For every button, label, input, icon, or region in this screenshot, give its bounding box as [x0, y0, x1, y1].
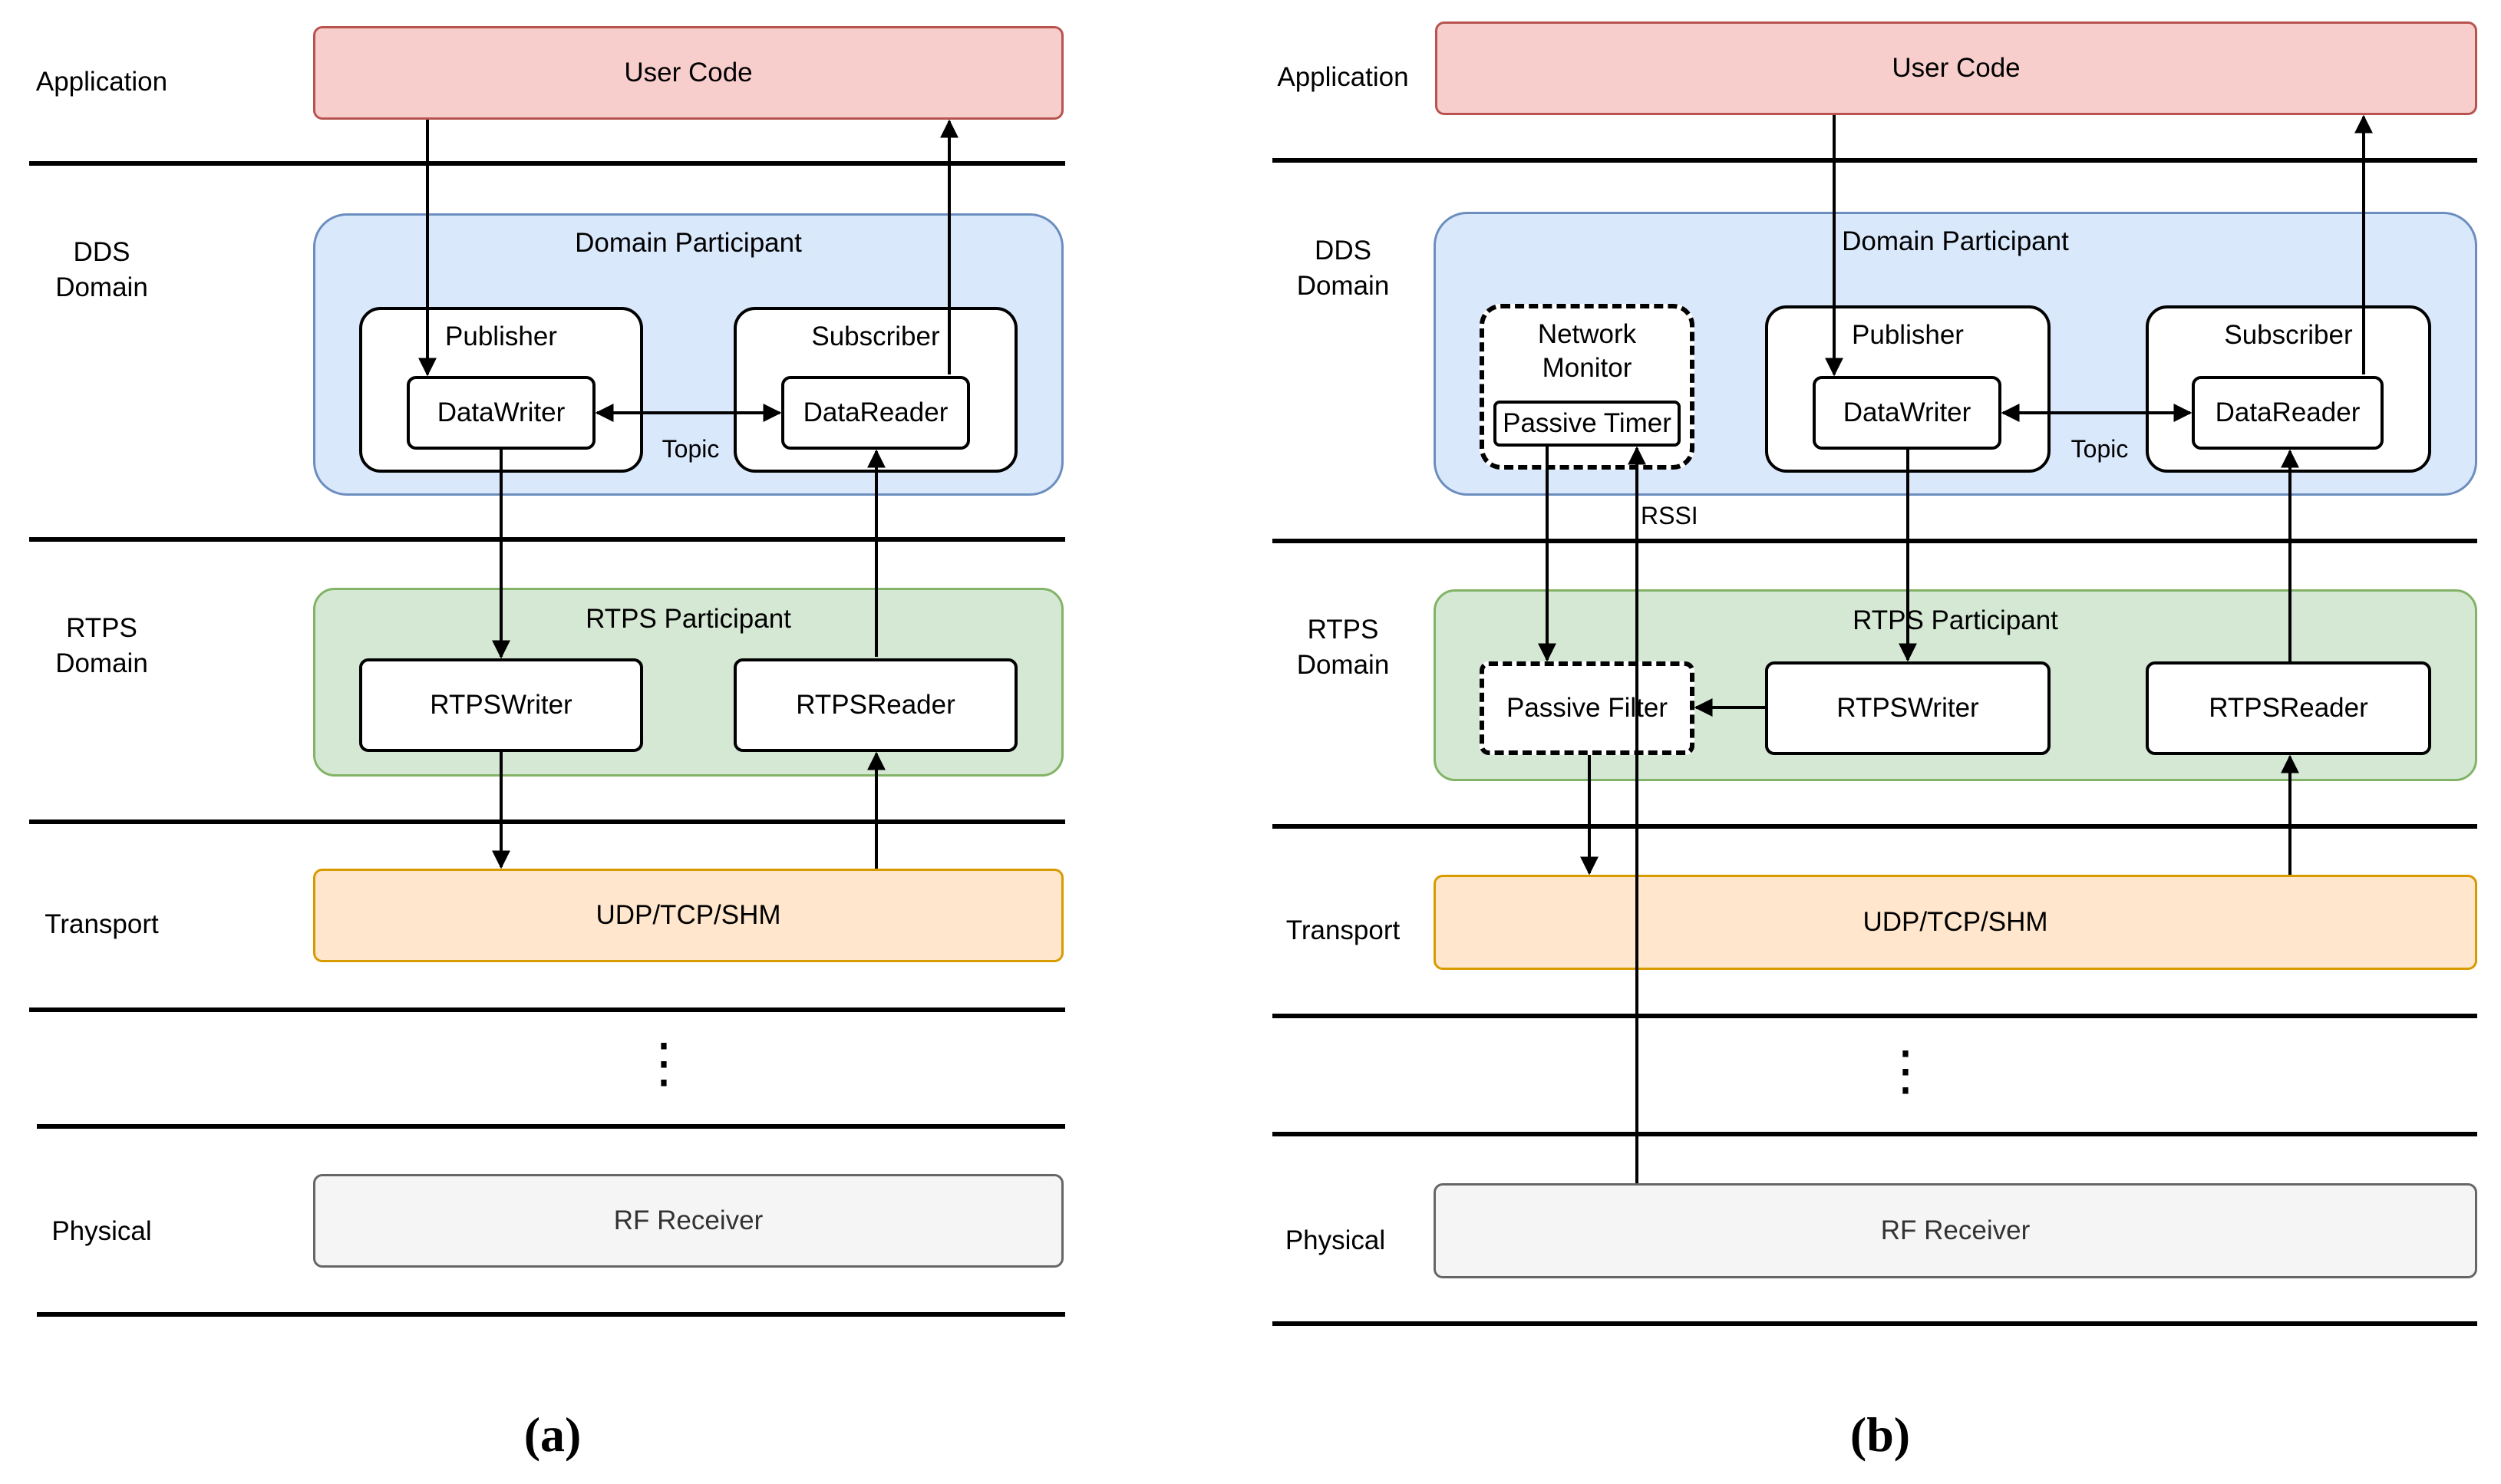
ellipsis-icon: ⋮	[1879, 1040, 1932, 1100]
transport-box: UDP/TCP/SHM	[313, 869, 1064, 962]
layer-label-physical: Physical	[1285, 1225, 1386, 1255]
publisher-label: Publisher	[445, 322, 557, 351]
passive-filter-box: Passive Filter	[1480, 661, 1694, 755]
publisher-label: Publisher	[1852, 320, 1964, 350]
rf-receiver-box: RF Receiver	[1434, 1183, 2477, 1278]
layer-label-transport: Transport	[1285, 915, 1401, 945]
datawriter-box: DataWriter	[407, 376, 596, 450]
datareader-box: DataReader	[781, 376, 970, 450]
layer-separator	[29, 537, 1065, 542]
rtps-reader-box: RTPSReader	[734, 658, 1018, 752]
layer-label-application: Application	[1277, 62, 1409, 92]
rtps-participant-label: RTPS Participant	[1853, 605, 2058, 635]
layer-separator	[29, 819, 1065, 824]
layer-separator	[1272, 824, 2477, 829]
ellipsis-icon: ⋮	[637, 1033, 691, 1093]
topic-label: Topic	[2070, 434, 2129, 463]
subscriber-label: Subscriber	[2224, 320, 2353, 350]
caption-a: (a)	[523, 1407, 582, 1462]
rtps-writer-box: RTPSWriter	[359, 658, 643, 752]
layer-separator	[1272, 1132, 2477, 1136]
caption-b: (b)	[1849, 1407, 1911, 1462]
layer-label-physical: Physical	[51, 1216, 152, 1246]
topic-label: Topic	[662, 434, 720, 463]
datareader-box: DataReader	[2192, 376, 2384, 450]
user-code-box: User Code	[1435, 21, 2477, 115]
user-code-box: User Code	[313, 26, 1064, 120]
rtps-writer-box: RTPSWriter	[1765, 661, 2051, 755]
rssi-label: RSSI	[1641, 502, 1698, 529]
rtps-reader-box: RTPSReader	[2146, 661, 2431, 755]
rf-receiver-box: RF Receiver	[313, 1174, 1064, 1268]
datawriter-box: DataWriter	[1813, 376, 2001, 450]
domain-participant-label: Domain Participant	[1842, 226, 2069, 256]
layer-separator	[37, 1312, 1065, 1317]
subscriber-label: Subscriber	[811, 322, 940, 351]
layer-separator	[29, 1007, 1065, 1012]
transport-box: UDP/TCP/SHM	[1434, 875, 2477, 970]
layer-separator	[1272, 539, 2477, 543]
layer-separator	[37, 1124, 1065, 1129]
rtps-participant-label: RTPS Participant	[586, 604, 791, 634]
layer-separator	[29, 161, 1065, 166]
layer-label-transport: Transport	[45, 909, 159, 939]
layer-separator	[1272, 1014, 2477, 1018]
passive-timer-box: Passive Timer	[1493, 401, 1681, 447]
domain-participant-label: Domain Participant	[575, 228, 802, 258]
layer-separator	[1272, 1321, 2477, 1326]
layer-separator	[1272, 158, 2477, 163]
layer-label-application: Application	[35, 67, 168, 97]
